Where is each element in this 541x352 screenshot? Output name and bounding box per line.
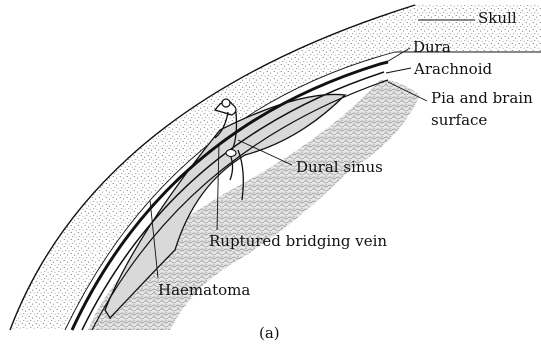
label-pia-line2: surface [431,111,487,129]
figure-caption: (a) [259,324,280,342]
label-ruptured-vein: Ruptured bridging vein [209,232,387,250]
leader-arachnoid [386,68,411,73]
label-dura: Dura [413,38,451,56]
label-dural-sinus: Dural sinus [296,158,383,176]
label-skull: Skull [478,9,517,27]
label-arachnoid: Arachnoid [414,60,492,78]
label-haematoma: Haematoma [158,281,250,299]
label-pia-line1: Pia and brain [431,89,533,107]
